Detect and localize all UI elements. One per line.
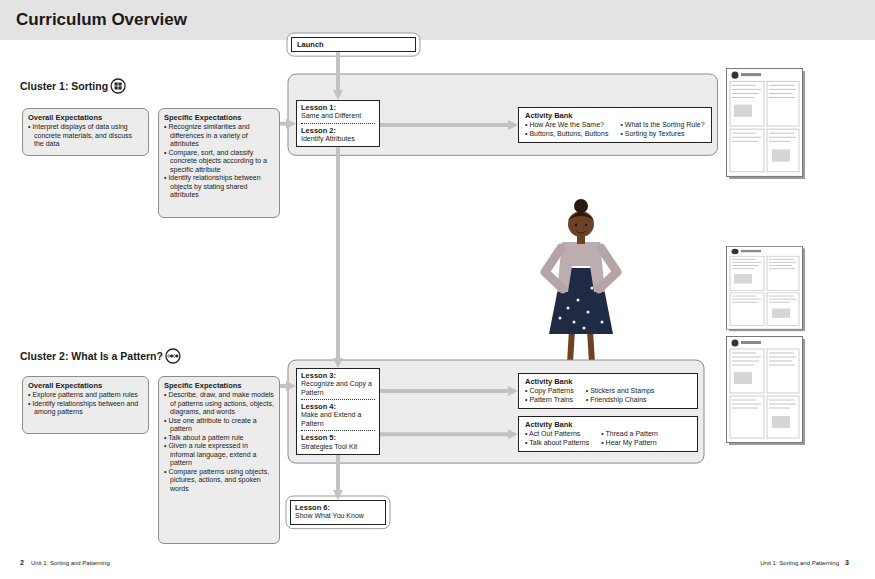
box-heading: Specific Expectations [164,381,274,390]
activity-list: • Act Out Patterns • Thread a Pattern • Ta… [525,430,691,447]
lesson-box: Lesson 3:Recognize and Copy a PatternLes… [296,368,380,455]
lesson-title: Same and Different [301,112,375,124]
flow-arrow [280,122,288,126]
box-heading: Specific Expectations [164,113,274,122]
bullet-item: • Interpret displays of data using concr… [28,123,143,149]
expectations-box: Specific Expectations• Describe, draw, a… [158,376,280,544]
box-heading: Activity Bank [525,377,691,386]
group-frame [287,33,420,56]
cluster-heading: Cluster 2: What Is a Pattern? [20,350,163,362]
activity-item: • Pattern Trains [525,396,574,405]
bullet-item: • Describe, draw, and make models of pat… [164,391,274,417]
activity-item: • Thread a Pattern [601,430,658,439]
lesson-box: Lesson 1:Same and DifferentLesson 2:Iden… [296,100,380,147]
flow-arrow [380,432,510,436]
group-frame [286,496,390,529]
activity-bank-box: Activity Bank• How Are We the Same? • Wha… [518,107,712,143]
flow-arrow [336,52,340,92]
group-frame [288,74,718,155]
activity-item: • Copy Patterns [525,387,574,396]
bullet-item: • Given a rule expressed in informal lan… [164,442,274,468]
bullet-item: • Compare, sort, and classify concrete o… [164,149,274,175]
lesson-number: Lesson 6: [295,503,381,512]
lesson-number: Lesson 4: [301,402,375,411]
flow-arrow [336,455,340,492]
girl-photo [545,199,617,370]
lesson-box: Lesson 6:Show What You Know [290,500,386,525]
activity-item: • Act Out Patterns [525,430,589,439]
bullet-item: • Recognize similarities and differences… [164,123,274,149]
bullet-item: • Identify relationships between objects… [164,174,274,200]
lesson-title: Identify Attributes [301,135,375,144]
footer-text: Unit 1: Sorting and Patterning [760,560,839,566]
launch-box: Launch [291,37,416,52]
bullet-item: • Compare patterns using objects, pictur… [164,468,274,494]
activity-list: • How Are We the Same? • What Is the Sort… [525,121,705,138]
activity-page-thumbnails [727,69,806,445]
activity-item: • Hear My Pattern [601,439,658,448]
footer-text: 2 [20,559,24,566]
bullet-item: • Explore patterns and pattern rules [28,391,143,400]
lesson-number: Lesson 5: [301,433,375,442]
cluster-heading: Cluster 1: Sorting [20,80,108,92]
lesson-title: Strategies Tool Kit [301,443,375,452]
cluster-icon [166,349,180,363]
lesson-title: Recognize and Copy a Pattern [301,380,375,400]
flow-arrow [280,384,288,388]
box-heading: Overall Expectations [28,381,143,390]
bullet-item: • Identify relationships between and amo… [28,400,143,417]
activity-item: • Buttons, Buttons, Buttons [525,130,608,139]
bullet-item: • Talk about a pattern rule [164,434,274,443]
activity-list: • Copy Patterns • Stickers and Stamps • Pa… [525,387,691,404]
activity-item: • Friendship Chains [586,396,655,405]
lesson-number: Lesson 2: [301,126,375,135]
lesson-title: Show What You Know [295,512,381,521]
expectations-box: Overall Expectations• Interpret displays… [22,108,149,156]
activity-item: • How Are We the Same? [525,121,608,130]
activity-item: • Stickers and Stamps [586,387,655,396]
box-heading: Activity Bank [525,420,691,429]
activity-item: • Talk about Patterns [525,439,589,448]
page-title: Curriculum Overview [16,10,187,30]
footer-text: Unit 1: Sorting and Patterning [31,560,110,566]
activity-bank-box: Activity Bank• Copy Patterns • Stickers a… [518,373,698,409]
lesson-number: Lesson 3: [301,371,375,380]
expectations-box: Specific Expectations• Recognize similar… [158,108,280,218]
lesson-number: Lesson 1: [301,103,375,112]
box-heading: Launch [297,40,410,49]
flow-arrow [336,147,340,360]
group-frame [288,360,704,463]
flow-arrow [380,389,510,393]
flow-arrow [380,123,510,127]
bullet-item: • Use one attribute to create a pattern [164,417,274,434]
box-heading: Activity Bank [525,111,705,120]
footer-text: 3 [845,559,849,566]
lesson-title: Make and Extend a Pattern [301,411,375,431]
cluster-frames [286,33,718,529]
activity-item: • What Is the Sorting Rule? [620,121,704,130]
activity-bank-box: Activity Bank• Act Out Patterns • Thread … [518,416,698,452]
expectations-box: Overall Expectations• Explore patterns a… [22,376,149,434]
cluster-icon [111,79,125,93]
activity-item: • Sorting by Textures [620,130,704,139]
box-heading: Overall Expectations [28,113,143,122]
